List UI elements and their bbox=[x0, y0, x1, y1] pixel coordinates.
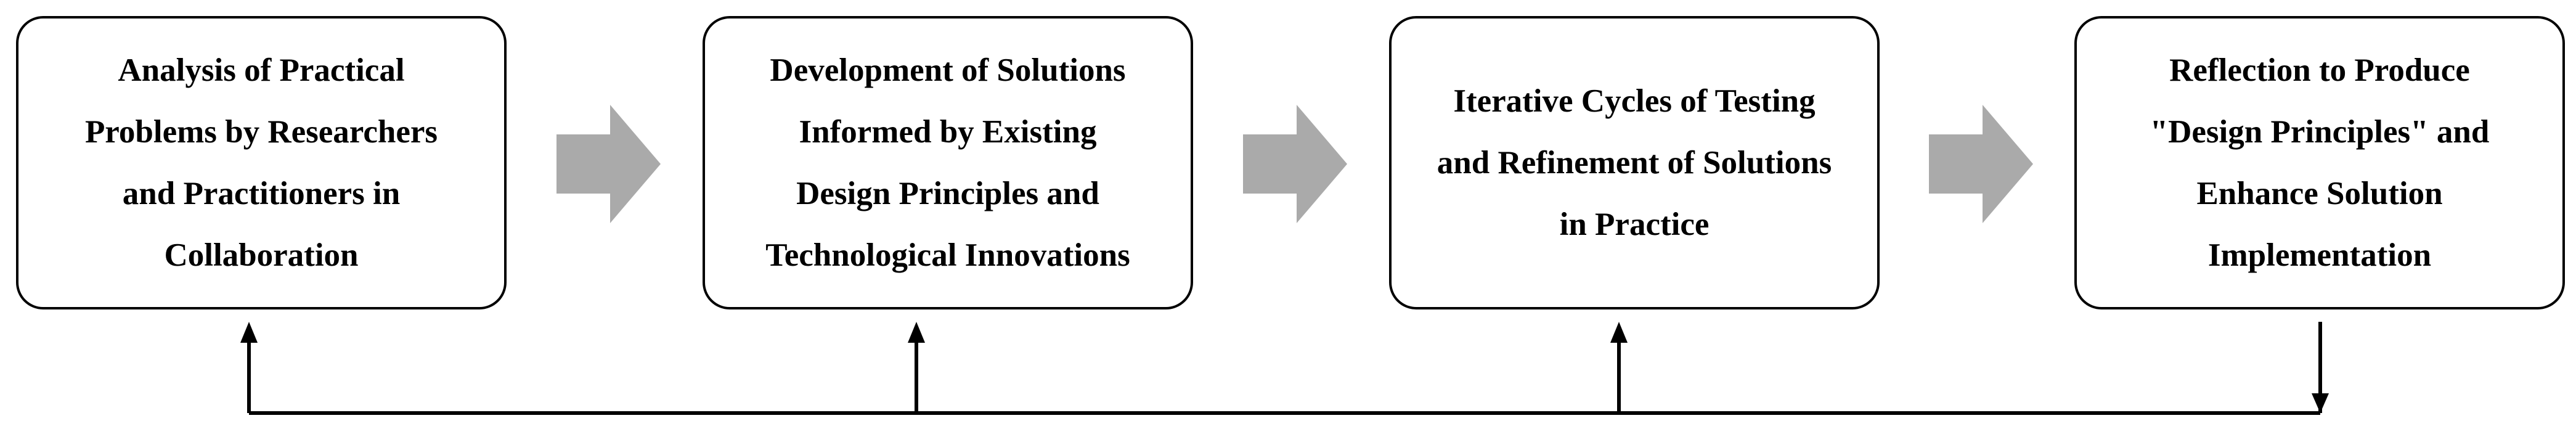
arrowhead-up-step-1 bbox=[240, 322, 258, 343]
step-label-4: Reflection to Produce "Design Principles… bbox=[2150, 52, 2490, 273]
step-box-1: Analysis of Practical Problems by Resear… bbox=[16, 16, 507, 309]
step-box-3: Iterative Cycles of Testing and Refineme… bbox=[1389, 16, 1880, 309]
block-arrow-3-to-4 bbox=[1929, 105, 2033, 223]
block-arrow-2-to-3 bbox=[1243, 105, 1347, 223]
step-box-4: Reflection to Produce "Design Principles… bbox=[2074, 16, 2565, 309]
feedback-loop bbox=[247, 322, 2322, 415]
step-box-2: Development of Solutions Informed by Exi… bbox=[703, 16, 1193, 309]
block-arrow-1-to-2 bbox=[556, 105, 661, 223]
arrowhead-down-step-4 bbox=[2312, 393, 2329, 413]
step-label-2: Development of Solutions Informed by Exi… bbox=[765, 52, 1130, 273]
step-label-3: Iterative Cycles of Testing and Refineme… bbox=[1437, 83, 1832, 242]
arrowhead-up-step-2 bbox=[908, 322, 925, 343]
arrowhead-up-step-3 bbox=[1610, 322, 1628, 343]
step-label-1: Analysis of Practical Problems by Resear… bbox=[84, 52, 438, 273]
feedback-arrowheads bbox=[240, 322, 2329, 413]
